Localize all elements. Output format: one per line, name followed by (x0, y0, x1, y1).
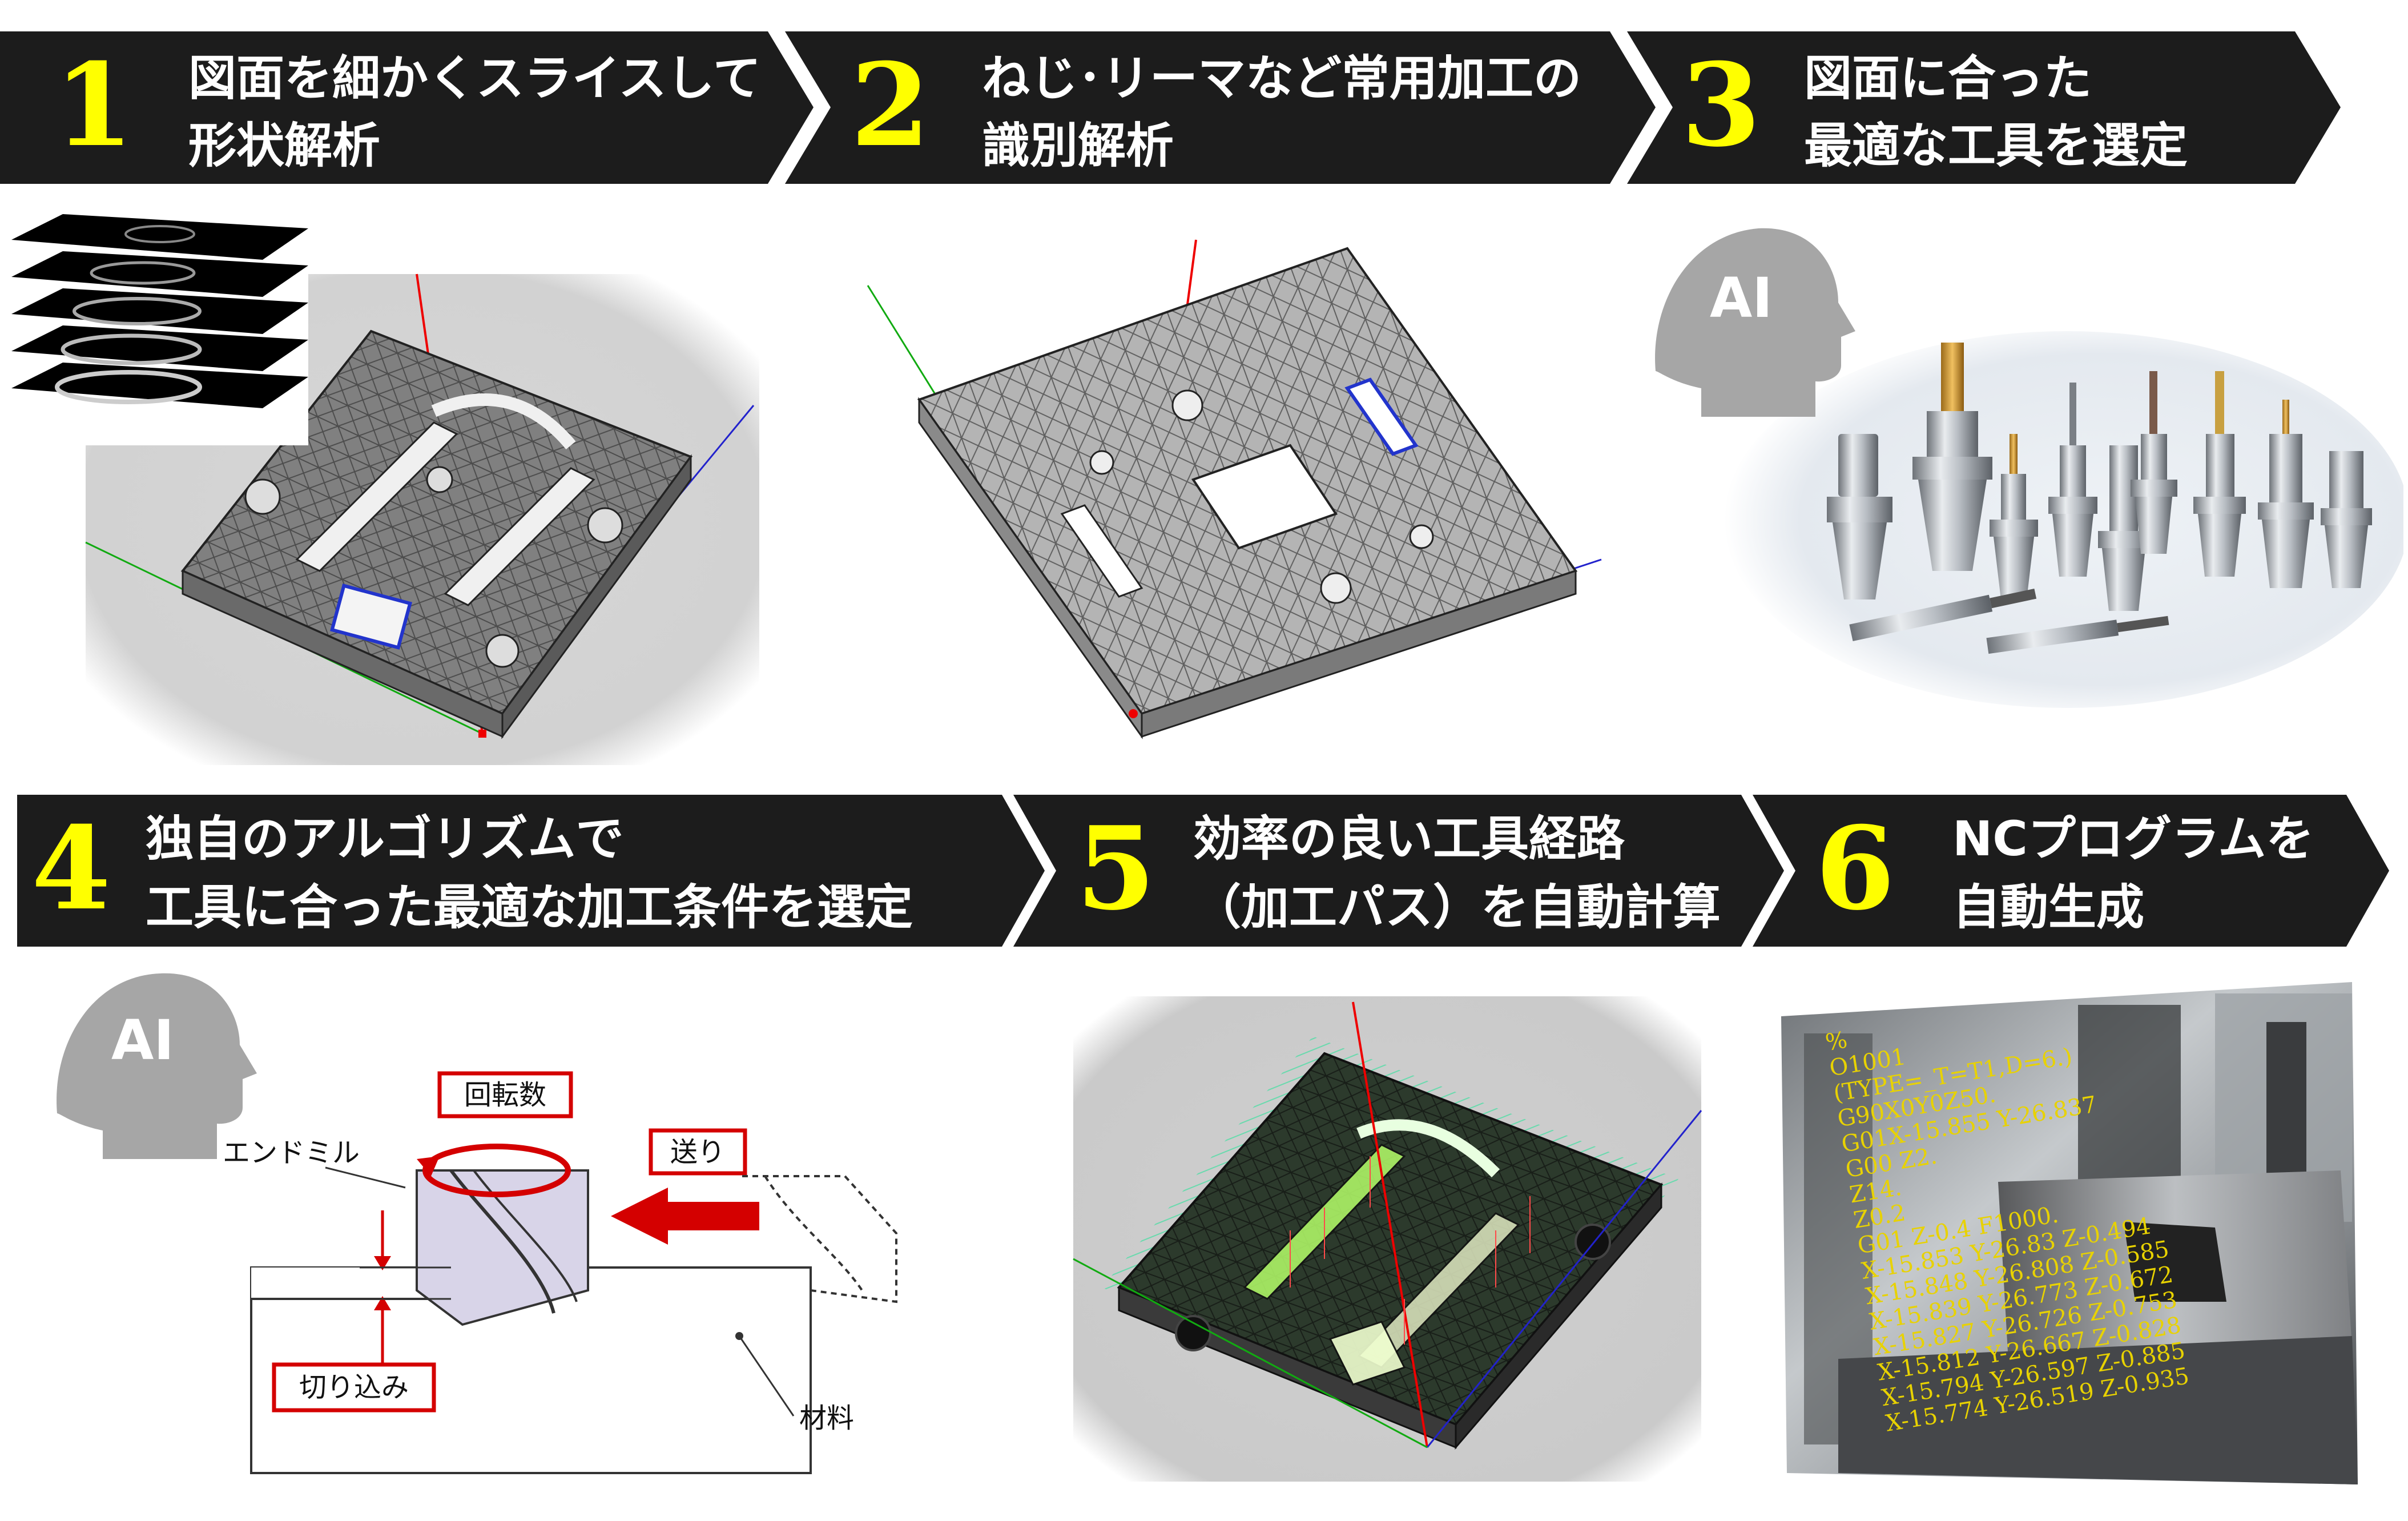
nc-line-1: % (1823, 1027, 1849, 1056)
step-5-number: 5 (1076, 802, 1156, 936)
toolpath-model-image (1073, 996, 1702, 1482)
step-3-caption-line2: 最適な工具を選定 (1804, 118, 2188, 174)
step-3-number: 3 (1681, 38, 1761, 172)
step-4-caption-line2: 工具に合った最適な加工条件を選定 (146, 879, 913, 935)
nc-program-image: % O1001 (TYPE=_T=T1,D=6.) G90X0Y0Z50. G0… (1781, 982, 2358, 1484)
step-5-caption-line1: 効率の良い工具経路 (1193, 811, 1625, 867)
endmill-body (416, 1169, 589, 1326)
slicing-model-image (0, 206, 759, 765)
step-2-number: 2 (851, 38, 931, 172)
feature-recognition-model-image (867, 239, 1602, 739)
step-1-caption-line2: 形状解析 (188, 118, 381, 174)
step-6-caption-line1: NCプログラムを (1952, 811, 2314, 867)
step-3-caption-line1: 図面に合った (1804, 50, 2092, 106)
depth-of-cut-label: 切り込み (299, 1371, 409, 1403)
slice-stack-icon (11, 214, 308, 408)
tool-selection-image: AI (1655, 228, 2403, 708)
ai-badge-step4: AI (111, 1008, 174, 1072)
step-1-caption-line1: 図面を細かくスライスして (188, 50, 761, 106)
rpm-label: 回転数 (464, 1079, 546, 1111)
step-4-number: 4 (31, 802, 111, 936)
material-label: 材料 (799, 1402, 854, 1434)
ai-head-icon-step4: AI (57, 973, 257, 1159)
step-1-number: 1 (54, 38, 134, 172)
step-2-caption-line1: ねじ･リーマなど常用加工の (982, 50, 1582, 106)
step-2-caption-line2: 識別解析 (982, 118, 1174, 174)
ai-head-icon-step3: AI (1655, 228, 1855, 417)
cutting-conditions-diagram: AI 回転数 送り エンドミル 切り込み 材料 (57, 973, 897, 1474)
step-6-number: 6 (1815, 802, 1895, 936)
feed-arrow (611, 1188, 759, 1245)
endmill-label: エンドミル (223, 1137, 360, 1169)
ai-badge-step3: AI (1710, 266, 1773, 330)
step-6-caption-line2: 自動生成 (1952, 879, 2145, 935)
step-4-caption-line1: 独自のアルゴリズムで (146, 811, 624, 867)
tool-holders-group (1827, 343, 2372, 654)
feed-label: 送り (670, 1136, 725, 1168)
step-5-caption-line2: （加工パス）を自動計算 (1193, 879, 1721, 935)
